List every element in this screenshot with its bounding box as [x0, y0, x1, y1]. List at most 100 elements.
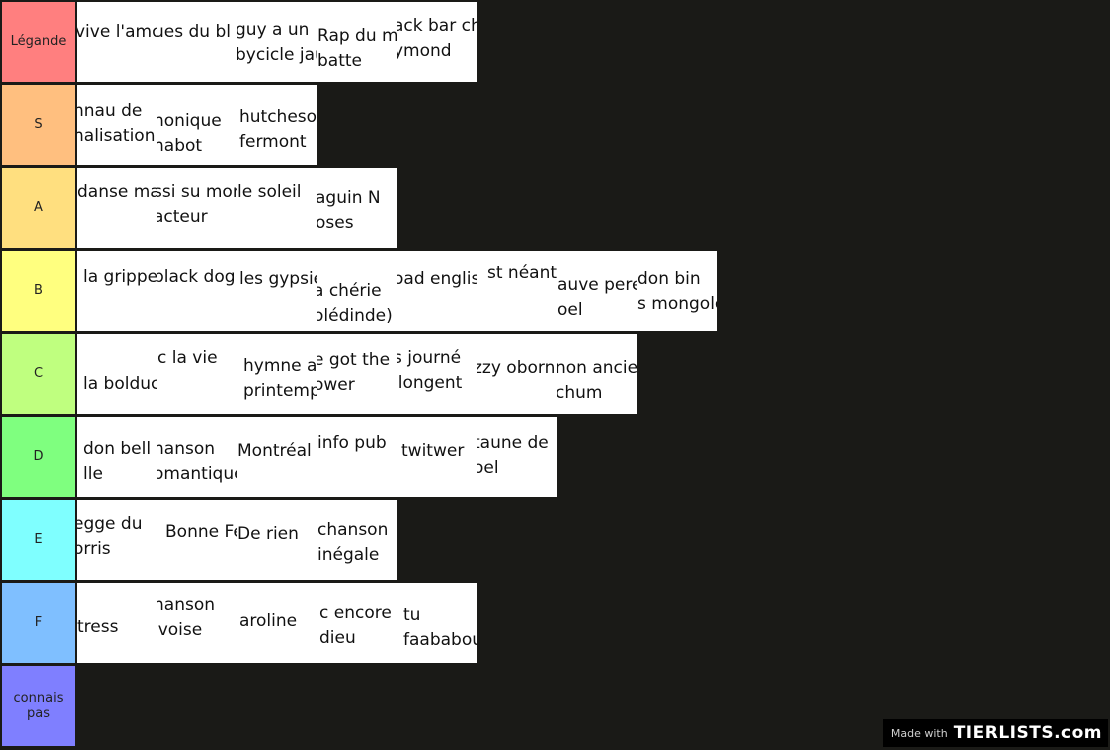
tier-item-line: batte	[317, 51, 362, 71]
tier-item-line: twitwer	[401, 441, 465, 461]
tier-items-zone[interactable]: don bellllehansonomantiqueMontréalinfo p…	[77, 417, 1108, 497]
tier-item-text: info pub	[317, 431, 397, 456]
made-with-label: Made with	[890, 726, 948, 740]
tier-item-card[interactable]: black dog	[157, 251, 237, 331]
tier-item-line: oel	[557, 300, 583, 320]
tier-item-line: les gypsie	[239, 269, 317, 289]
tier-item-line: tu	[403, 605, 421, 625]
tier-item-line: aroline	[239, 611, 298, 631]
tier-item-text: hymne auprintemp	[243, 354, 317, 404]
tier-item-line: De rien	[237, 524, 299, 544]
tier-label[interactable]: Légande	[2, 2, 75, 82]
tier-item-card[interactable]: tress	[77, 583, 157, 663]
tier-item-line: guy a un	[237, 20, 310, 40]
tier-item-text: black dog	[157, 265, 237, 290]
tier-item-card[interactable]: st néant	[477, 251, 557, 331]
tier-item-card[interactable]: le soleil	[237, 168, 317, 248]
tier-label[interactable]: connais pas	[2, 666, 75, 746]
tier-item-line: nonique	[157, 111, 222, 131]
tier-item-line: lle	[83, 464, 103, 484]
tier-label[interactable]: S	[2, 85, 75, 165]
tier-label[interactable]: C	[2, 334, 75, 414]
tier-label[interactable]: B	[2, 251, 75, 331]
tier-item-line: chanson	[317, 520, 389, 540]
tier-item-card[interactable]: ues du bl	[157, 2, 237, 82]
tier-item-card[interactable]: Rap du mi batte	[317, 2, 397, 82]
tier-item-line: ack bar ch	[397, 16, 477, 36]
tier-item-card[interactable]: De rien	[237, 500, 317, 580]
tier-item-card[interactable]: la grippe	[77, 251, 157, 331]
tier-item-line: s mongole	[637, 294, 717, 314]
tier-item-line: inégale	[317, 545, 380, 565]
tier-item-card[interactable]: hansonomantique	[157, 417, 237, 497]
tier-item-card[interactable]: a chérie olédinde)	[317, 251, 397, 331]
tier-item-card[interactable]: twitwer	[397, 417, 477, 497]
tier-item-card[interactable]: vive l'amo	[77, 2, 157, 82]
tier-item-card[interactable]: danse ma	[77, 168, 157, 248]
tier-item-card[interactable]: oad englis	[397, 251, 477, 331]
tier-item-card[interactable]: c la vie	[157, 334, 237, 414]
tier-item-line: c encore	[319, 603, 392, 623]
tier-item-text: le soleil	[237, 180, 317, 205]
tier-item-line: fermont	[239, 132, 307, 152]
tier-label[interactable]: E	[2, 500, 75, 580]
tier-item-line: ssi su mor	[157, 182, 237, 202]
tierlists-watermark[interactable]: Made with TIERLISTS.com	[882, 719, 1108, 747]
tier-item-card[interactable]: la bolduc	[77, 334, 157, 414]
tier-item-line: info pub	[317, 433, 387, 453]
tier-item-line: non ancien	[557, 358, 637, 378]
tier-item-card[interactable]: chanson inégale	[317, 500, 397, 580]
tier-item-line: printemp	[243, 381, 317, 401]
tier-item-card[interactable]: Montréal	[237, 417, 317, 497]
tier-item-text: Rap du mi batte	[317, 24, 397, 74]
tier-label[interactable]: D	[2, 417, 75, 497]
tier-item-line: a chérie	[317, 281, 382, 301]
tier-item-line: oad englis	[397, 269, 477, 289]
tier-item-card[interactable]: les gypsie	[237, 251, 317, 331]
tier-item-line: don bin	[637, 269, 701, 289]
tier-item-text: st néant	[487, 261, 557, 286]
tier-item-card[interactable]: Bonne Fe	[157, 500, 237, 580]
tier-item-card[interactable]: info pub	[317, 417, 397, 497]
tier-item-card[interactable]: zzy oborn	[477, 334, 557, 414]
tier-item-card[interactable]: non ancienchum	[557, 334, 637, 414]
tier-item-text: De rien	[237, 522, 317, 547]
tier-label[interactable]: A	[2, 168, 75, 248]
tier-item-line: Rap du mi	[317, 26, 397, 46]
tier-item-line: vive l'amo	[77, 22, 157, 42]
tier-label[interactable]: F	[2, 583, 75, 663]
tier-item-card[interactable]: hymne auprintemp	[237, 334, 317, 414]
tier-item-card[interactable]: don bin s mongole	[637, 251, 717, 331]
tier-item-card[interactable]: aroline	[237, 583, 317, 663]
tier-item-line: olédinde)	[317, 306, 393, 326]
